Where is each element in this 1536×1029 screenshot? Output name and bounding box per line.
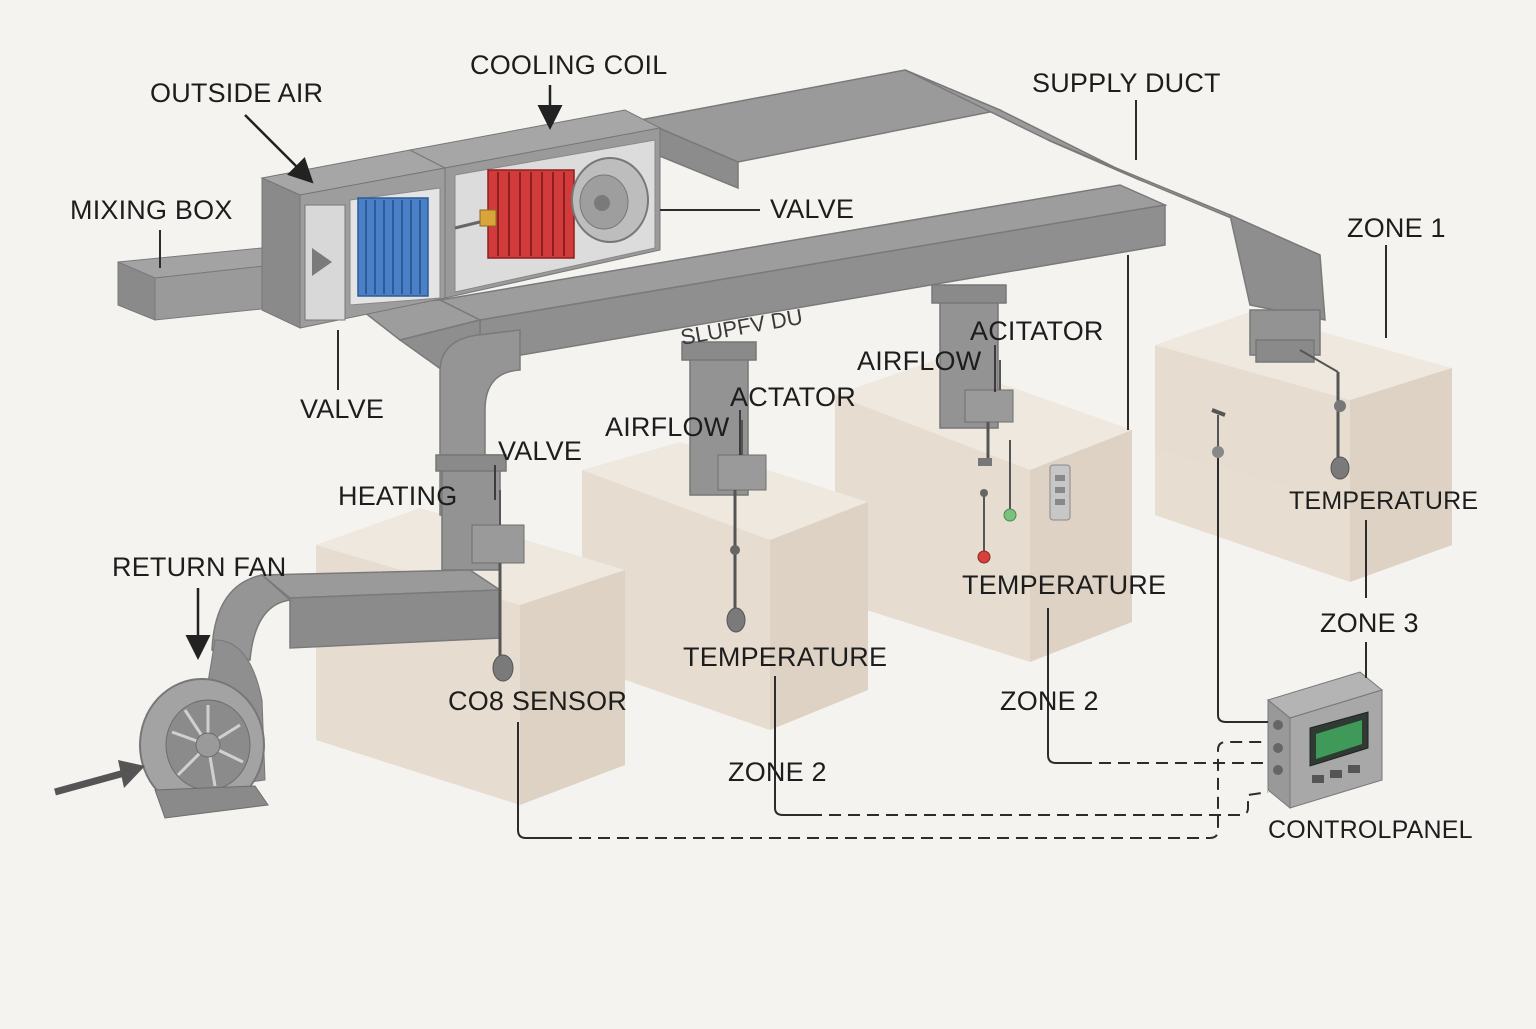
return-fan-icon [140,640,268,818]
label-cooling-coil: COOLING COIL [470,50,667,80]
label-zone-2-left: ZONE 2 [728,757,827,787]
control-panel[interactable] [1268,672,1382,808]
label-airflow-mid: AIRFLOW [857,346,982,376]
panel-button[interactable] [1312,775,1324,783]
label-acitator: ACITATOR [970,316,1104,346]
label-mixing-box: MIXING BOX [70,195,233,225]
label-zone-3: ZONE 3 [1320,608,1419,638]
label-airflow-left: AIRFLOW [605,412,730,442]
indicator-red-icon [978,551,990,563]
label-temperature-right: TEMPERATURE [1289,487,1478,515]
coil-valve-icon [480,210,496,226]
label-supply-duct: SUPPLY DUCT [1032,68,1221,98]
co2-sensor-icon [493,655,513,681]
label-control-panel: CONTROLPANEL [1268,816,1473,844]
label-zone-1: ZONE 1 [1347,213,1446,243]
label-temperature-mid: TEMPERATURE [962,570,1166,600]
damper-icon [978,458,992,466]
temperature-sensor-icon [1331,457,1349,479]
label-valve-heating: VALVE [498,436,582,466]
label-co2-sensor: CO8 SENSOR [448,686,627,716]
label-zone-2-mid: ZONE 2 [1000,686,1099,716]
label-valve-left: VALVE [300,394,384,424]
supply-fan-icon [572,158,648,242]
label-valve-top: VALVE [770,194,854,224]
return-air-arrow [55,760,145,792]
temperature-sensor-icon [727,608,745,632]
label-return-fan: RETURN FAN [112,552,287,582]
panel-button[interactable] [1348,765,1360,773]
label-heating: HEATING [338,481,457,511]
label-temperature-left: TEMPERATURE [683,642,887,672]
label-outside-air: OUTSIDE AIR [150,78,323,108]
panel-button[interactable] [1330,770,1342,778]
cooling-coil [358,198,428,296]
indicator-green-icon [1004,509,1016,521]
label-actator: ACTATOR [730,382,856,412]
